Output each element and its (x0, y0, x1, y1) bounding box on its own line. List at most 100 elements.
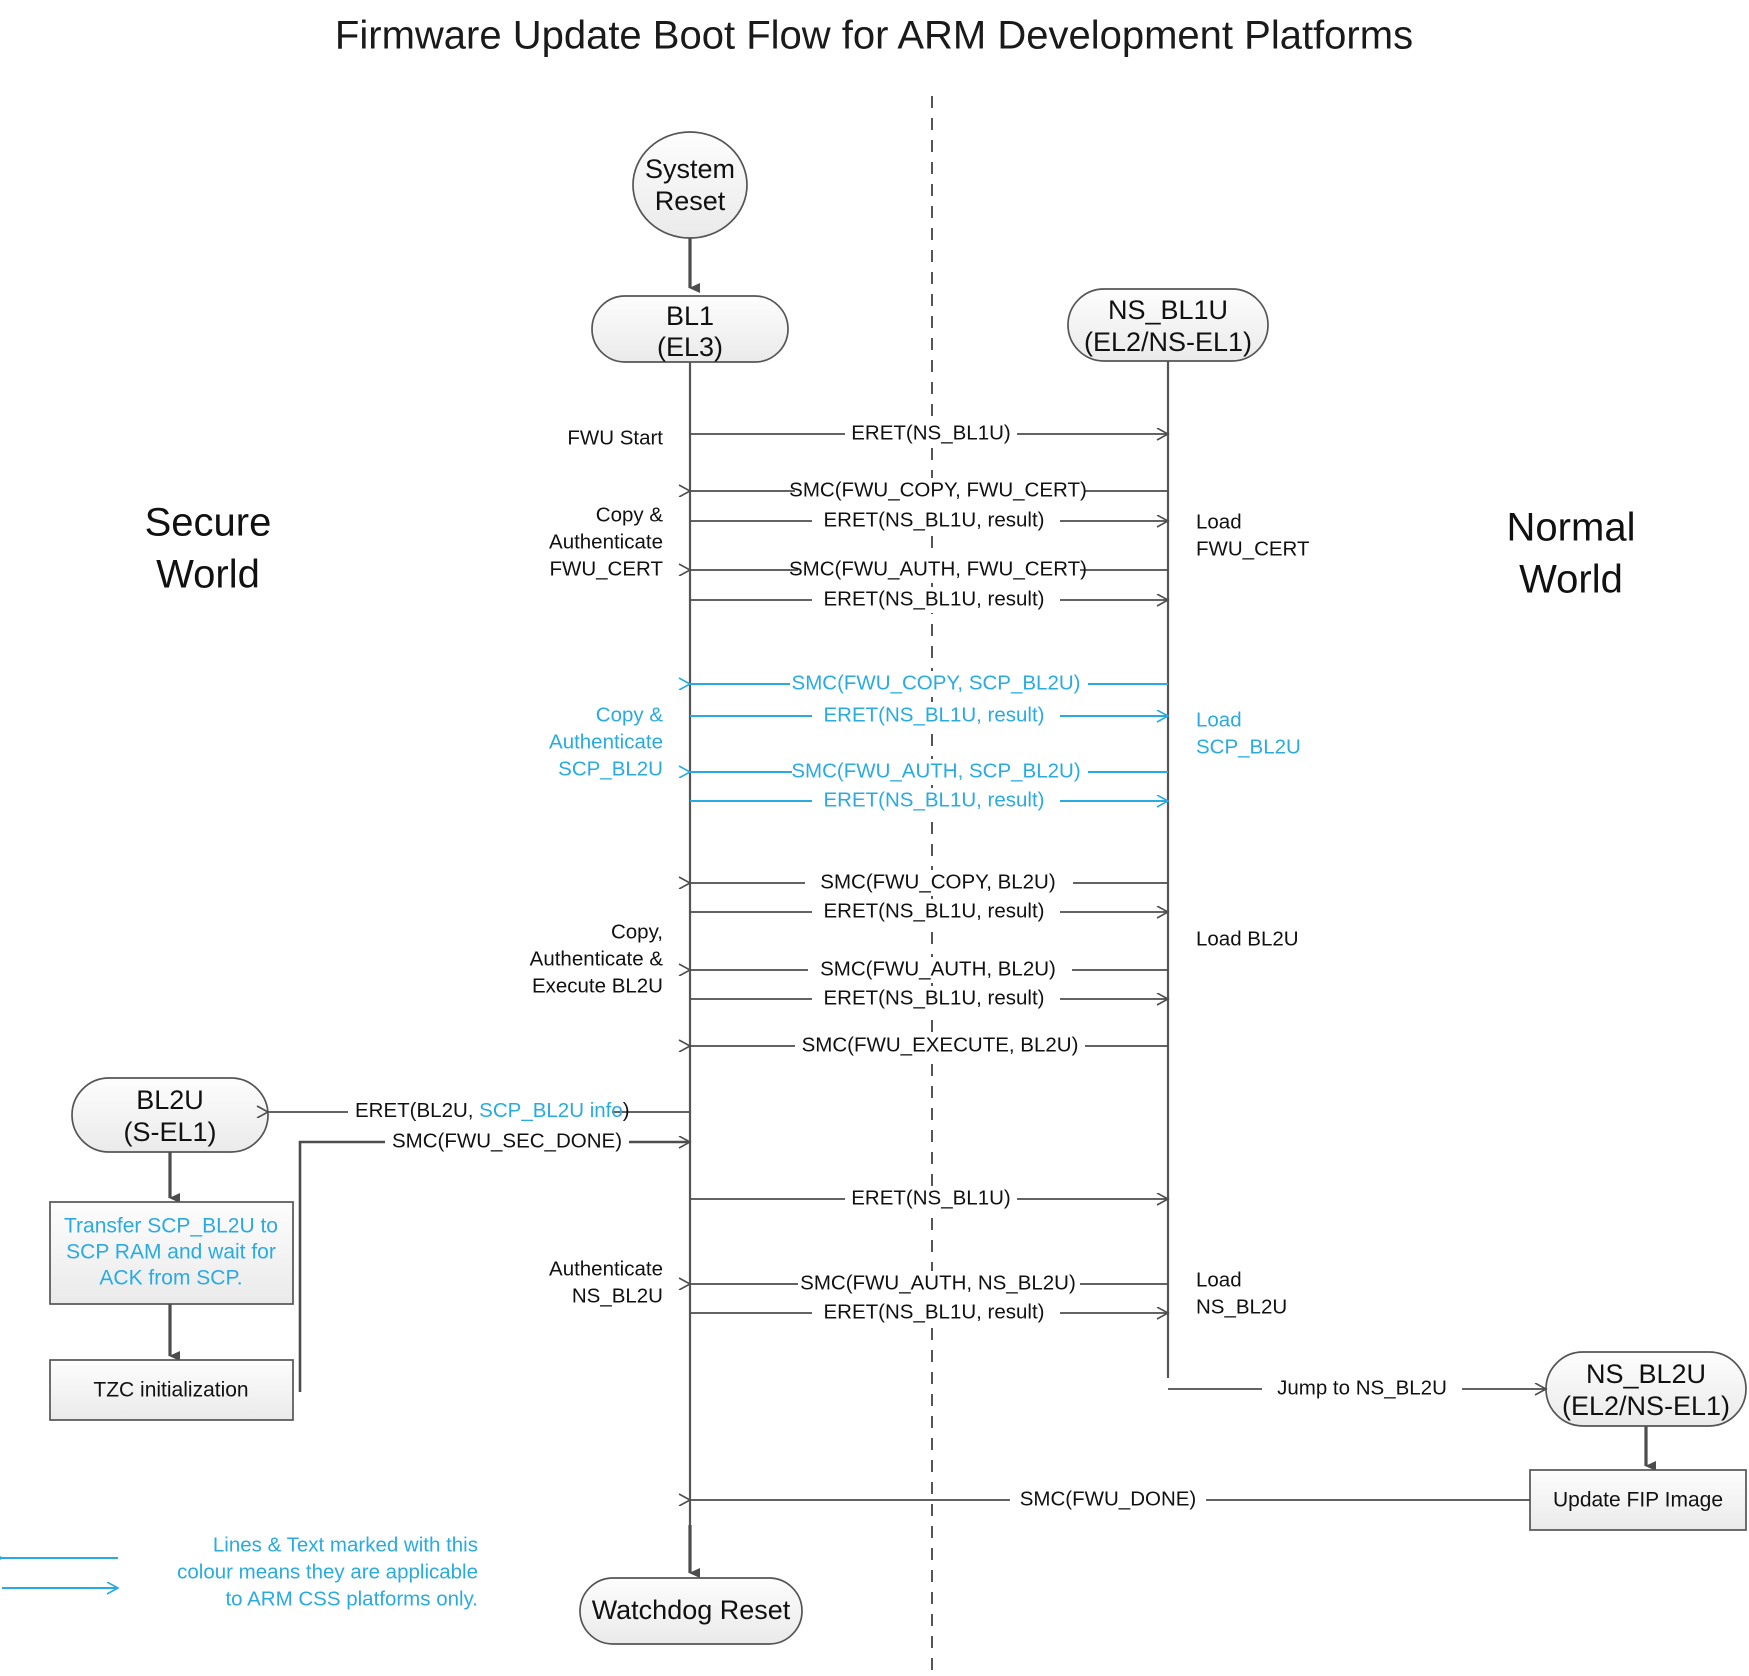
annotation-load-bl2u: Load BL2U (1196, 927, 1299, 950)
ns-bl1u-line2: (EL2/NS-EL1) (1084, 327, 1252, 357)
ns-bl2u-line2: (EL2/NS-EL1) (1562, 1391, 1730, 1421)
message-label-m13: ERET(NS_BL1U, result) (823, 986, 1044, 1009)
annotation-copy-auth-fwu-cert: Copy & Authenticate FWU_CERT (549, 503, 663, 580)
message-label-m6: SMC(FWU_COPY, SCP_BL2U) (792, 671, 1081, 694)
message-label-m5: ERET(NS_BL1U, result) (823, 587, 1044, 610)
bl2u-line1: BL2U (136, 1085, 204, 1115)
bl2u-line2: (S-EL1) (123, 1117, 216, 1147)
normal-world-line2: World (1519, 558, 1623, 602)
message-m11: ERET(NS_BL1U, result) (690, 899, 1168, 925)
copy-auth-exec-line3: Execute BL2U (532, 974, 663, 997)
load-fwu-cert-line1: Load (1196, 510, 1242, 533)
annotation-load-ns-bl2u: Load NS_BL2U (1196, 1268, 1287, 1318)
message-m3: ERET(NS_BL1U, result) (690, 508, 1168, 534)
box-update-fip-image[interactable]: Update FIP Image (1529, 1469, 1747, 1531)
load-scp-bl2u-line2: SCP_BL2U (1196, 735, 1301, 758)
message-m7: ERET(NS_BL1U, result) (690, 703, 1168, 729)
message-label-m14: SMC(FWU_EXECUTE, BL2U) (802, 1033, 1079, 1056)
box-tzc-initialization[interactable]: TZC initialization (49, 1359, 294, 1421)
message-m9: ERET(NS_BL1U, result) (690, 788, 1168, 814)
page-title: Firmware Update Boot Flow for ARM Develo… (335, 14, 1413, 58)
eret-bl2u-highlight: SCP_BL2U info (479, 1099, 623, 1122)
normal-world-label: Normal World (1507, 506, 1636, 602)
secure-world-line2: World (156, 553, 260, 597)
message-label-m9: ERET(NS_BL1U, result) (823, 788, 1044, 811)
legend-line3: to ARM CSS platforms only. (225, 1587, 478, 1610)
load-fwu-cert-line2: FWU_CERT (1196, 537, 1310, 560)
annotation-copy-auth-exec-bl2u: Copy, Authenticate & Execute BL2U (530, 920, 664, 997)
message-m19: SMC(FWU_DONE) (690, 1487, 1530, 1513)
message-m20: SMC(FWU_SEC_DONE) (385, 1129, 629, 1155)
message-m4: SMC(FWU_AUTH, FWU_CERT) (690, 557, 1168, 583)
message-m5: ERET(NS_BL1U, result) (690, 587, 1168, 613)
message-label-m7: ERET(NS_BL1U, result) (823, 703, 1044, 726)
message-label-m20: SMC(FWU_SEC_DONE) (392, 1129, 622, 1152)
copy-auth-cert-line3: FWU_CERT (549, 557, 663, 580)
message-label-m1: ERET(NS_BL1U) (851, 421, 1011, 444)
legend-line2: colour means they are applicable (177, 1560, 478, 1583)
message-m8: SMC(FWU_AUTH, SCP_BL2U) (690, 759, 1168, 785)
copy-auth-scp-line2: Authenticate (549, 730, 663, 753)
node-system-reset[interactable]: System Reset (632, 131, 748, 239)
eret-bl2u-prefix: ERET(BL2U, (355, 1099, 479, 1122)
copy-auth-scp-line3: SCP_BL2U (558, 757, 663, 780)
message-label-m3: ERET(NS_BL1U, result) (823, 508, 1044, 531)
node-bl1[interactable]: BL1 (EL3) (591, 295, 789, 363)
copy-auth-scp-line1: Copy & (596, 703, 664, 726)
load-scp-bl2u-line1: Load (1196, 708, 1242, 731)
load-bl2u-line1: Load BL2U (1196, 927, 1299, 950)
annotation-authenticate-ns-bl2u: Authenticate NS_BL2U (549, 1257, 663, 1307)
message-m1: ERET(NS_BL1U) (690, 421, 1168, 447)
message-label-m18: Jump to NS_BL2U (1277, 1376, 1447, 1399)
system-reset-line2: Reset (655, 186, 726, 216)
system-reset-line1: System (645, 154, 735, 184)
node-watchdog-reset[interactable]: Watchdog Reset (579, 1577, 803, 1645)
secure-world-label: Secure World (145, 501, 272, 597)
node-ns-bl2u[interactable]: NS_BL2U (EL2/NS-EL1) (1545, 1351, 1747, 1427)
message-label-m16: SMC(FWU_AUTH, NS_BL2U) (800, 1271, 1076, 1294)
message-label-m15: ERET(NS_BL1U) (851, 1186, 1011, 1209)
message-label-m12: SMC(FWU_AUTH, BL2U) (820, 957, 1056, 980)
message-m6: SMC(FWU_COPY, SCP_BL2U) (690, 671, 1168, 697)
message-m16: SMC(FWU_AUTH, NS_BL2U) (690, 1271, 1168, 1297)
bl1-line2: (EL3) (657, 332, 723, 362)
transfer-box-line3: ACK from SCP. (99, 1267, 242, 1290)
ns-bl1u-line1: NS_BL1U (1108, 295, 1228, 325)
box-transfer-scp-bl2u[interactable]: Transfer SCP_BL2U to SCP RAM and wait fo… (49, 1201, 294, 1305)
message-m2: SMC(FWU_COPY, FWU_CERT) (690, 478, 1168, 504)
message-m17: ERET(NS_BL1U, result) (690, 1300, 1168, 1326)
transfer-box-line2: SCP RAM and wait for (66, 1241, 276, 1264)
ns-bl2u-line1: NS_BL2U (1586, 1359, 1706, 1389)
watchdog-reset-label: Watchdog Reset (592, 1595, 791, 1625)
message-m10: SMC(FWU_COPY, BL2U) (690, 870, 1168, 896)
message-label-m10: SMC(FWU_COPY, BL2U) (820, 870, 1055, 893)
legend-arrows (2, 1558, 118, 1588)
legend-text: Lines & Text marked with this colour mea… (177, 1533, 478, 1610)
copy-auth-exec-line2: Authenticate & (530, 947, 664, 970)
load-ns-bl2u-line2: NS_BL2U (1196, 1295, 1287, 1318)
load-ns-bl2u-line1: Load (1196, 1268, 1242, 1291)
transfer-box-line1: Transfer SCP_BL2U to (64, 1215, 278, 1238)
annotation-load-fwu-cert: Load FWU_CERT (1196, 510, 1310, 560)
auth-ns-bl2u-line2: NS_BL2U (572, 1284, 663, 1307)
bl1-line1: BL1 (666, 301, 714, 331)
eret-bl2u-suffix: ) (623, 1099, 630, 1122)
copy-auth-exec-line1: Copy, (611, 920, 663, 943)
message-label-m19: SMC(FWU_DONE) (1020, 1487, 1197, 1510)
annotation-load-scp-bl2u: Load SCP_BL2U (1196, 708, 1301, 758)
update-fip-label: Update FIP Image (1553, 1489, 1723, 1512)
message-label-m8: SMC(FWU_AUTH, SCP_BL2U) (791, 759, 1080, 782)
message-label-m2: SMC(FWU_COPY, FWU_CERT) (789, 478, 1087, 501)
annotation-copy-auth-scp-bl2u: Copy & Authenticate SCP_BL2U (549, 703, 663, 780)
message-m14: SMC(FWU_EXECUTE, BL2U) (690, 1033, 1168, 1059)
auth-ns-bl2u-line1: Authenticate (549, 1257, 663, 1280)
message-label-m4: SMC(FWU_AUTH, FWU_CERT) (789, 557, 1087, 580)
message-label-m11: ERET(NS_BL1U, result) (823, 899, 1044, 922)
message-m13: ERET(NS_BL1U, result) (690, 986, 1168, 1012)
node-ns-bl1u[interactable]: NS_BL1U (EL2/NS-EL1) (1067, 288, 1269, 362)
annotation-fwu-start-line1: FWU Start (567, 426, 663, 449)
node-bl2u[interactable]: BL2U (S-EL1) (71, 1077, 269, 1153)
secure-world-line1: Secure (145, 501, 272, 545)
tzc-box-label: TZC initialization (93, 1379, 248, 1402)
